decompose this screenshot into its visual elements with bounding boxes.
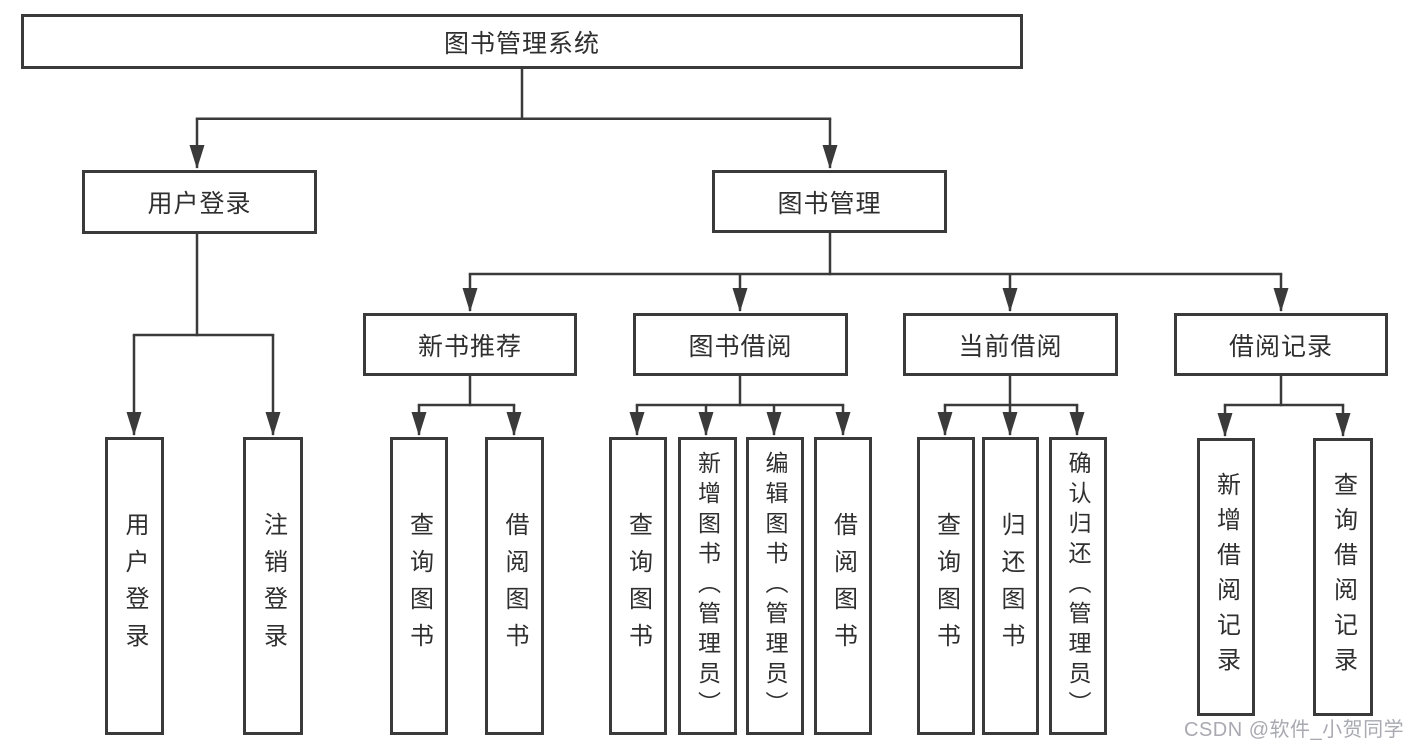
node-label: 归还图书 <box>997 512 1024 660</box>
leaf-bb-add-books-admin: 新增图书（管理员） <box>678 437 737 735</box>
node-label: 借阅图书 <box>501 512 528 660</box>
node-label: 新增图书（管理员） <box>694 451 721 721</box>
leaf-nb-query-books: 查询图书 <box>390 437 448 735</box>
node-borrowing-records: 借阅记录 <box>1174 313 1388 376</box>
node-label: 查询图书 <box>405 512 433 660</box>
leaf-logout: 注销登录 <box>243 437 303 735</box>
leaf-br-add-record: 新增借阅记录 <box>1197 438 1255 716</box>
node-label: 查询图书 <box>932 512 960 660</box>
node-label: 查询借阅记录 <box>1329 472 1357 682</box>
leaf-user-login: 用户登录 <box>105 437 164 735</box>
node-label: 确认归还（管理员） <box>1065 451 1091 721</box>
edge-root-to-level2 <box>189 69 838 169</box>
node-label: 用户登录 <box>147 190 252 218</box>
watermark-text: CSDN @软件_小贺同学 <box>1184 719 1405 741</box>
node-root: 图书管理系统 <box>21 14 1023 69</box>
node-label: 查询图书 <box>624 512 652 660</box>
node-user-login: 用户登录 <box>82 170 317 234</box>
node-book-management: 图书管理 <box>712 170 947 233</box>
edge-new-book-children <box>411 376 522 436</box>
leaf-cb-query-books: 查询图书 <box>917 437 975 735</box>
leaf-bb-borrow-books: 借阅图书 <box>814 437 872 735</box>
edge-user-login-children <box>126 234 281 436</box>
node-current-borrowing: 当前借阅 <box>903 313 1118 376</box>
edge-records-children <box>1217 376 1351 437</box>
leaf-br-query-record: 查询借阅记录 <box>1313 438 1373 716</box>
node-label: 用户登录 <box>121 512 148 660</box>
leaf-cb-return-books: 归还图书 <box>982 437 1039 735</box>
node-label: 图书借阅 <box>688 332 793 361</box>
node-label: 图书管理系统 <box>443 29 600 58</box>
leaf-bb-edit-books-admin: 编辑图书（管理员） <box>746 437 804 735</box>
edge-book-borrow-children <box>629 376 851 436</box>
leaf-bb-query-books: 查询图书 <box>609 437 667 735</box>
node-new-book-recommend: 新书推荐 <box>363 313 577 376</box>
leaf-cb-confirm-return-admin: 确认归还（管理员） <box>1049 437 1107 735</box>
edge-current-borrow-children <box>937 376 1085 436</box>
node-label: 注销登录 <box>259 512 287 660</box>
node-book-borrowing: 图书借阅 <box>633 313 848 376</box>
node-label: 借阅图书 <box>829 512 857 660</box>
node-label: 图书管理 <box>777 189 882 218</box>
node-label: 当前借阅 <box>958 332 1063 361</box>
leaf-nb-borrow-books: 借阅图书 <box>485 437 544 735</box>
node-label: 借阅记录 <box>1228 332 1333 361</box>
node-label: 新增借阅记录 <box>1212 472 1240 682</box>
node-label: 新书推荐 <box>417 332 522 361</box>
edge-book-mgmt-to-level3 <box>462 233 1289 312</box>
node-label: 编辑图书（管理员） <box>762 451 788 721</box>
